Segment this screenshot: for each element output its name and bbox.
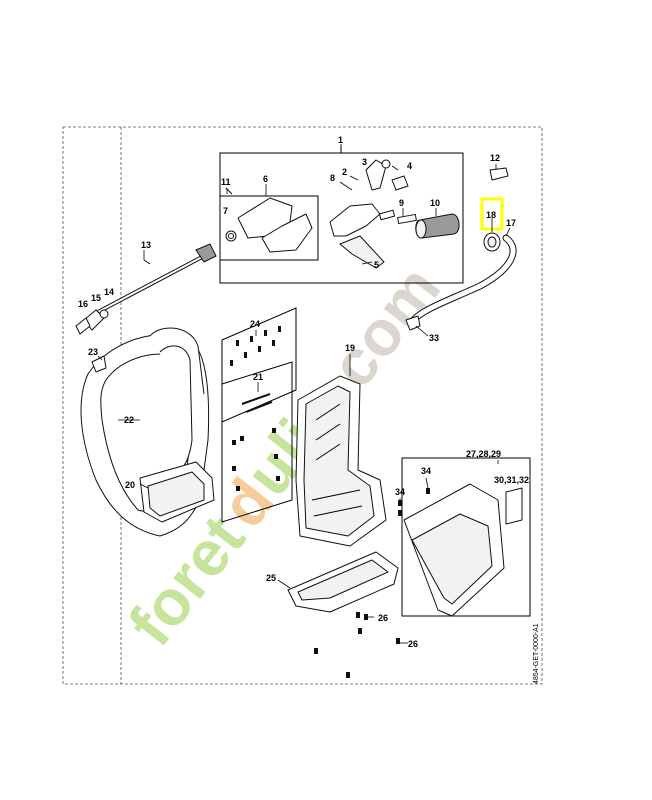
group-box-6 [219,195,319,261]
label-part-13: 13 [141,240,151,250]
label-part-20: 20 [125,480,135,490]
label-part-18: 18 [486,210,496,220]
nozzle-sleeve [415,213,460,239]
fitting-18 [483,232,501,252]
label-part-21: 21 [253,372,263,382]
label-part-2: 2 [342,167,347,177]
screw-panel-21 [221,361,293,523]
label-part-34b: 34 [395,487,405,497]
label-part-25: 25 [266,573,276,583]
label-part-1: 1 [338,135,343,145]
label-part-6: 6 [263,174,268,184]
label-part-17: 17 [506,218,516,228]
group-box-27 [401,457,531,617]
label-part-22: 22 [124,415,134,425]
backpack-frame-19 [295,375,387,547]
label-part-26a: 26 [378,613,388,623]
lumbar-pad-20 [139,461,215,523]
label-part-26b: 26 [408,639,418,649]
label-part-24: 24 [250,319,260,329]
leader-lines [97,144,511,644]
label-part-11: 11 [221,177,231,187]
label-part-34a: 34 [421,466,431,476]
housing-cover-27 [403,483,523,617]
label-part-15: 15 [91,293,101,303]
label-part-5: 5 [374,260,379,270]
sprayer-handle-part [225,197,313,253]
label-part-30-31-32: 30,31,32 [494,475,529,485]
label-part-8: 8 [330,173,335,183]
screws-34 [398,488,430,516]
label-part-7: 7 [223,206,228,216]
outer-frame [62,126,543,685]
label-part-23: 23 [88,347,98,357]
label-part-4: 4 [407,161,412,171]
label-part-9: 9 [399,198,404,208]
connector-12 [489,167,509,181]
label-part-10: 10 [430,198,440,208]
spray-wand-13 [75,243,217,335]
base-plate-25 [287,551,399,613]
label-part-3: 3 [362,157,367,167]
label-part-33: 33 [429,333,439,343]
valve-assembly [329,159,417,269]
drawing-reference: 4854-GET-0000-A1 [533,623,540,684]
label-part-12: 12 [490,153,500,163]
label-part-14: 14 [104,287,114,297]
label-part-16: 16 [78,299,88,309]
label-part-19: 19 [345,343,355,353]
label-part-27-28-29: 27,28,29 [466,449,501,459]
